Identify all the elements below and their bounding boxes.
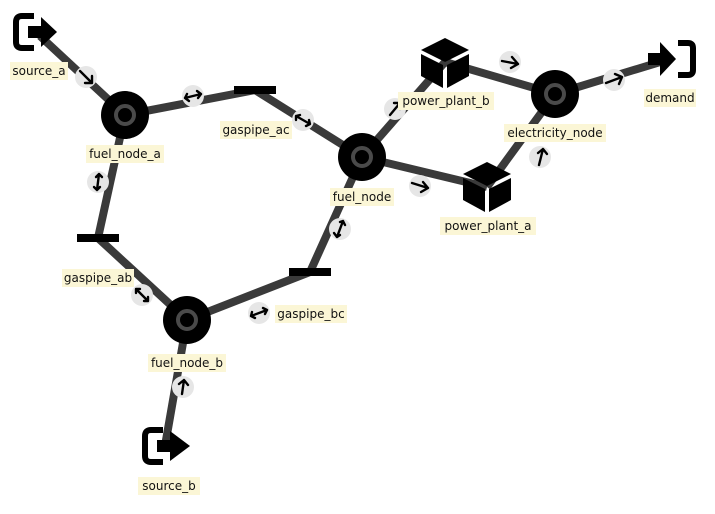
bidirectional-marker xyxy=(329,218,351,240)
power-plant-a-node[interactable] xyxy=(463,162,511,212)
label-electricity-node: electricity_node xyxy=(504,124,606,142)
svg-text:fuel_node: fuel_node xyxy=(333,190,392,204)
label-power-plant-a: power_plant_a xyxy=(440,217,536,235)
label-gaspipe-ac: gaspipe_ac xyxy=(220,121,292,139)
fuel-node-a-node[interactable] xyxy=(101,91,149,139)
svg-text:demand: demand xyxy=(645,91,694,105)
svg-text:electricity_node: electricity_node xyxy=(507,126,602,140)
label-source-b: source_b xyxy=(138,477,200,495)
cube-icon xyxy=(421,38,469,88)
svg-text:gaspipe_ac: gaspipe_ac xyxy=(222,123,289,137)
labels: source_a fuel_node_a gaspipe_ac gaspipe_… xyxy=(10,62,696,495)
bidirectional-marker xyxy=(248,302,270,324)
bidirectional-marker xyxy=(87,171,109,193)
gaspipe-ab-node[interactable] xyxy=(77,234,119,242)
cube-icon xyxy=(463,162,511,212)
gaspipe-bc-node[interactable] xyxy=(289,268,331,276)
gaspipe-ac-node[interactable] xyxy=(234,86,276,94)
flow-arrow-marker xyxy=(409,175,431,197)
svg-text:gaspipe_bc: gaspipe_bc xyxy=(277,307,344,321)
flow-arrow-marker xyxy=(603,69,625,91)
svg-text:power_plant_a: power_plant_a xyxy=(444,219,531,233)
bus-icon xyxy=(531,70,579,118)
label-fuel-node-b: fuel_node_b xyxy=(148,354,226,372)
bus-icon xyxy=(163,296,211,344)
flow-arrow-marker xyxy=(75,66,97,88)
demand-node[interactable] xyxy=(648,40,696,78)
label-gaspipe-ab: gaspipe_ab xyxy=(62,269,134,287)
sink-icon xyxy=(648,40,696,78)
svg-text:source_b: source_b xyxy=(142,479,195,493)
pipe-bar-icon xyxy=(234,86,276,94)
label-source-a: source_a xyxy=(10,62,68,80)
source-a-node[interactable] xyxy=(13,13,57,51)
bus-icon xyxy=(101,91,149,139)
source-b-node[interactable] xyxy=(142,427,190,465)
fuel-node-node[interactable] xyxy=(338,133,386,181)
source-icon xyxy=(142,427,190,465)
svg-text:fuel_node_a: fuel_node_a xyxy=(89,147,161,161)
flow-arrow-marker xyxy=(172,376,194,398)
electricity-node-node[interactable] xyxy=(531,70,579,118)
fuel-node-b-node[interactable] xyxy=(163,296,211,344)
source-icon xyxy=(13,13,57,51)
flow-arrow-marker xyxy=(529,146,551,168)
pipe-bar-icon xyxy=(77,234,119,242)
label-fuel-node-a: fuel_node_a xyxy=(86,145,164,163)
bidirectional-marker xyxy=(131,284,153,306)
label-fuel-node: fuel_node xyxy=(330,188,394,206)
label-power-plant-b: power_plant_b xyxy=(398,92,494,110)
bus-icon xyxy=(338,133,386,181)
power-plant-b-node[interactable] xyxy=(421,38,469,88)
svg-text:source_a: source_a xyxy=(12,64,65,78)
label-demand: demand xyxy=(644,89,696,107)
label-gaspipe-bc: gaspipe_bc xyxy=(275,305,347,323)
flow-arrow-marker xyxy=(499,51,521,73)
bidirectional-marker xyxy=(292,109,314,131)
svg-text:fuel_node_b: fuel_node_b xyxy=(151,356,223,370)
bidirectional-marker xyxy=(182,85,204,107)
svg-text:power_plant_b: power_plant_b xyxy=(402,94,489,108)
svg-text:gaspipe_ab: gaspipe_ab xyxy=(64,271,132,285)
pipe-bar-icon xyxy=(289,268,331,276)
edge-markers xyxy=(75,51,625,398)
